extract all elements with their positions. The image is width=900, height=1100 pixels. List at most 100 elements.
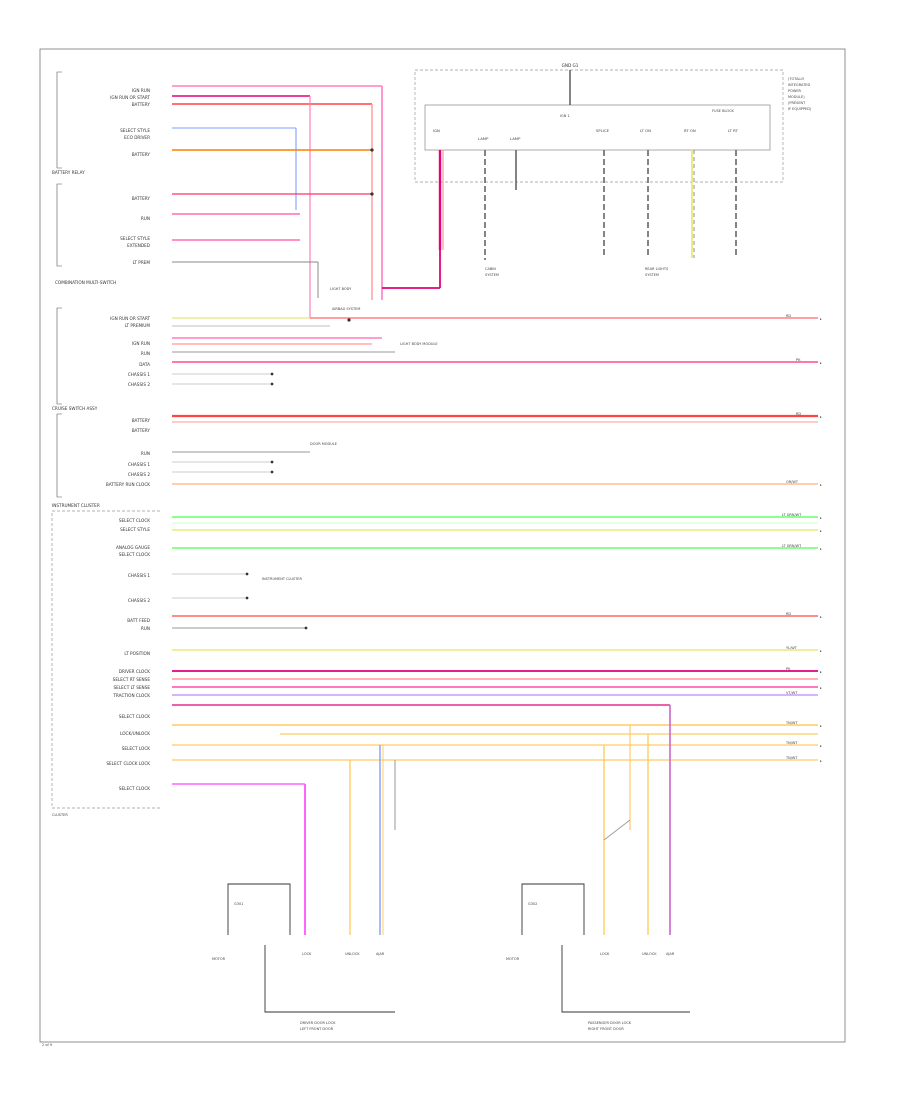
pin-label: LT ON <box>640 128 651 133</box>
top-module-sublabel: REAR LIGHTS <box>645 267 669 271</box>
line-label: DATA <box>139 362 150 367</box>
line-label: SELECT LT SENSE <box>114 685 151 690</box>
device-pin-label: UNLOCK <box>642 952 657 956</box>
line-label: SELECT CLOCK <box>119 714 150 719</box>
block-outline <box>56 71 62 169</box>
arrow-icon: ▸ <box>820 649 822 653</box>
top-module-dashed-outline <box>414 69 784 183</box>
arrow-icon: ▸ <box>820 317 822 321</box>
arrow-icon: ▸ <box>820 759 822 763</box>
line-label: ANALOG GAUGE <box>116 545 150 550</box>
callout: LIGHT BODY <box>330 287 352 291</box>
arrow-icon: ▸ <box>820 516 822 520</box>
page-label: 2 of 9 <box>42 1043 52 1047</box>
device-pin-label: AJAR <box>666 952 675 956</box>
block-outline <box>56 183 62 267</box>
arrow-icon: ▸ <box>820 615 822 619</box>
top-module-note-line: (TOTALLY <box>788 77 805 81</box>
device-pin-label: LOCK <box>302 952 312 956</box>
line-label: CHASSIS 1 <box>128 573 150 578</box>
line-label: LT POSITION <box>124 651 150 656</box>
door-lock-right: G302 PASSENGER DOOR LOCK RIGHT FRONT DOO… <box>506 883 690 1031</box>
wires-cluster <box>172 516 818 785</box>
line-label: CHASSIS 1 <box>128 372 150 377</box>
wire-label: OR/WT <box>786 480 799 484</box>
line-label: SELECT CLOCK <box>119 518 150 523</box>
device-outline <box>264 945 395 1013</box>
splice-dot <box>245 596 249 600</box>
device-sub: LEFT FRONT DOOR <box>300 1027 334 1031</box>
top-module-note-line: IF EQUIPPED) <box>788 107 812 111</box>
top-module-pins: IGN LAMP LAMP SPLICE LT ON RT ON LT RT <box>433 128 738 141</box>
line-label: EXTENDED <box>127 243 150 248</box>
wire-label: RD <box>786 314 791 318</box>
arrow-icon: ▸ <box>820 724 822 728</box>
top-module-inner-box <box>424 104 771 151</box>
pin-label: SPLICE <box>596 128 610 133</box>
line-label: IGN RUN OR START <box>110 95 150 100</box>
splice-dot <box>270 382 274 386</box>
top-module-note-line: (PRESENT <box>788 101 806 105</box>
device-pin-label: LOCK <box>600 952 610 956</box>
block-outline <box>51 510 160 809</box>
arrow-icon: ▸ <box>820 483 822 487</box>
device-name: DRIVER DOOR LOCK <box>300 1021 336 1025</box>
line-label: RUN <box>141 626 150 631</box>
arrow-icon: ▸ <box>820 744 822 748</box>
diagram-frame <box>39 48 846 1043</box>
line-label: BATT FEED <box>127 618 150 623</box>
top-module-note-line: POWER <box>788 89 802 93</box>
pin-label: RT ON <box>684 128 696 133</box>
wire-label: VT/WT <box>786 691 798 695</box>
pin-label: LAMP <box>510 136 521 141</box>
line-label: BATTERY RUN CLOCK <box>106 482 150 487</box>
top-module-note: (TOTALLY INTEGRATED POWER MODULE) (PRESE… <box>788 77 812 111</box>
callouts: LIGHT BODY AIRBAG SYSTEM LIGHT BODY MODU… <box>262 287 438 581</box>
line-label: SELECT CLOCK <box>119 786 150 791</box>
device-sub: RIGHT FRONT DOOR <box>588 1027 624 1031</box>
callout: AIRBAG SYSTEM <box>332 307 360 311</box>
splice-dot <box>370 148 374 152</box>
device-name: PASSENGER DOOR LOCK <box>588 1021 632 1025</box>
pin-label: IGN <box>433 128 440 133</box>
top-module-name: FUSE BLOCK <box>712 109 735 113</box>
wire-label: LT GRN/WT <box>782 544 802 548</box>
wire-label: TN/WT <box>785 741 798 745</box>
line-label: BATTERY <box>132 152 151 157</box>
line-label: SELECT RT SENSE <box>113 677 151 682</box>
top-module-note-line: INTEGRATED <box>788 83 810 87</box>
arrow-icon: ▸ <box>820 415 822 419</box>
wire-label: TN/WT <box>785 721 798 725</box>
arrow-icon: ▸ <box>820 686 822 690</box>
line-label: SELECT CLOCK <box>119 552 150 557</box>
wires-top <box>172 85 441 318</box>
line-label: RUN <box>141 216 150 221</box>
line-label: BATTERY <box>132 102 151 107</box>
block-outline <box>56 413 62 498</box>
top-module-pin-wires <box>438 150 737 260</box>
door-lock-left: G301 DRIVER DOOR LOCK LEFT FRONT DOOR LO… <box>212 883 395 1031</box>
wire-label: PK <box>786 667 791 671</box>
line-label: CHASSIS 2 <box>128 598 150 603</box>
wire-label: YL/WT <box>786 646 798 650</box>
arrow-icon: ▸ <box>820 547 822 551</box>
ground-label: G302 <box>528 902 537 906</box>
top-module-sublabel: SYSTEM <box>485 273 499 277</box>
splice-dot <box>304 626 308 630</box>
splice-dot <box>270 470 274 474</box>
wire-label: PK <box>796 358 801 362</box>
top-module-ground-label: GND G1 <box>562 63 579 68</box>
arrow-icon: ▸ <box>820 670 822 674</box>
block-footer: CLUSTER <box>52 813 68 817</box>
line-label: IGN RUN <box>132 88 150 93</box>
wire-label: LT GRN/WT <box>782 513 802 517</box>
wire-label: RD <box>786 612 791 616</box>
callout: LIGHT BODY MODULE <box>400 342 438 346</box>
top-module-note-line: MODULE) <box>788 95 805 99</box>
splice-dot <box>347 318 351 322</box>
line-label: BATTERY <box>132 418 151 423</box>
top-module-sublabel: CABIN <box>485 267 496 271</box>
line-label: BATTERY <box>132 196 151 201</box>
line-label: LT PREM <box>133 260 151 265</box>
ground-wire <box>521 883 585 935</box>
